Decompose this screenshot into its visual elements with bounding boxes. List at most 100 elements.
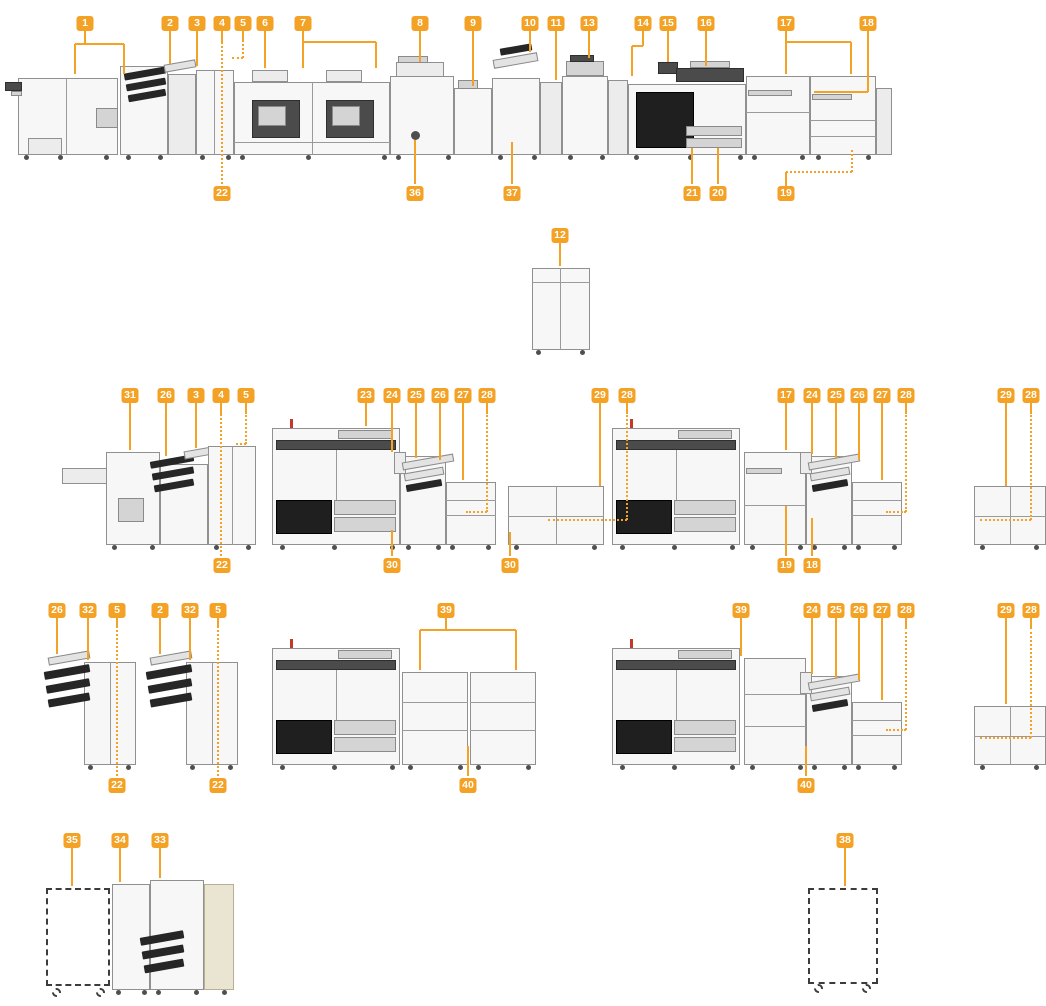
callout-badge-25: 25 [827,388,845,403]
machine-part [338,430,392,439]
callout-badge-36: 36 [406,186,424,201]
callout-badge-5: 5 [108,603,126,618]
machine-part [678,430,732,439]
caster-wheel [200,155,205,160]
caster-wheel [446,155,451,160]
callout-badge-18: 18 [803,558,821,573]
leader-line [486,403,488,412]
callout-badge-27: 27 [873,388,891,403]
leader-line [881,618,883,700]
callout-badge-16: 16 [697,16,715,31]
machine-part [334,517,396,532]
caster-wheel [620,765,625,770]
machine-part [508,516,604,517]
leader-line [303,41,376,43]
machine-part [492,52,539,69]
caster-wheel [222,990,227,995]
callout-badge-20: 20 [709,186,727,201]
leader-line [467,746,469,776]
machine-part [630,639,633,648]
callout-badge-28: 28 [897,388,915,403]
leader-line [905,412,907,512]
caster-wheel [156,990,161,995]
machine-part [810,120,876,121]
caster-wheel [798,545,803,550]
leader-line [466,511,487,513]
machine-part [168,74,196,155]
leader-line [1030,403,1032,412]
caster-wheel [116,990,121,995]
caster-wheel [842,545,847,550]
machine-part [446,515,496,516]
leader-line [420,629,516,631]
machine-part [334,500,396,515]
caster-wheel [1034,765,1039,770]
leader-line [217,626,219,776]
machine-part [532,268,590,350]
callout-badge-8: 8 [411,16,429,31]
caster-wheel [226,155,231,160]
caster-wheel [458,765,463,770]
leader-line [559,243,561,266]
callout-badge-30: 30 [501,558,519,573]
leader-line [87,618,89,660]
caster-wheel [194,990,199,995]
leader-line [811,403,813,454]
leader-line [835,403,837,458]
callout-badge-23: 23 [357,388,375,403]
machine-part [276,440,396,450]
caster-wheel [620,545,625,550]
machine-part [852,482,902,545]
leader-line [626,403,628,412]
leader-line [462,403,464,480]
callout-badge-4: 4 [212,388,230,403]
callout-badge-26: 26 [850,603,868,618]
leader-line [1005,403,1007,486]
machine-part [52,988,61,997]
leader-line [159,848,161,878]
machine-part [556,486,557,545]
caster-wheel [812,545,817,550]
leader-line [599,403,601,486]
leader-line [375,42,377,68]
leader-line [631,46,633,76]
caster-wheel [536,350,541,355]
machine-part [276,660,396,670]
leader-line [74,44,76,74]
callout-badge-26: 26 [431,388,449,403]
machine-part [808,888,878,984]
leader-line [905,618,907,627]
caster-wheel [672,545,677,550]
leader-line [886,511,906,513]
callout-badge-32: 32 [79,603,97,618]
machine-part [814,984,823,993]
caster-wheel [498,155,503,160]
callout-badge-39: 39 [437,603,455,618]
callout-badge-29: 29 [997,388,1015,403]
caster-wheel [800,155,805,160]
leader-line [786,171,852,173]
leader-line [221,42,223,184]
machine-part [470,672,536,765]
caster-wheel [750,765,755,770]
caster-wheel [126,765,131,770]
callout-badge-5: 5 [234,16,252,31]
callout-badge-33: 33 [151,833,169,848]
callout-badge-27: 27 [454,388,472,403]
leader-line [980,737,1031,739]
callout-badge-32: 32 [181,603,199,618]
callout-badge-28: 28 [618,388,636,403]
machine-part [338,650,392,659]
leader-line [217,618,219,626]
caster-wheel [382,155,387,160]
caster-wheel [411,131,420,140]
leader-line [419,630,421,670]
leader-line [242,40,244,58]
machine-part [290,639,293,648]
caster-wheel [514,545,519,550]
machine-part [396,62,444,77]
machine-part [398,56,428,63]
leader-line [844,848,846,886]
caster-wheel [112,545,117,550]
